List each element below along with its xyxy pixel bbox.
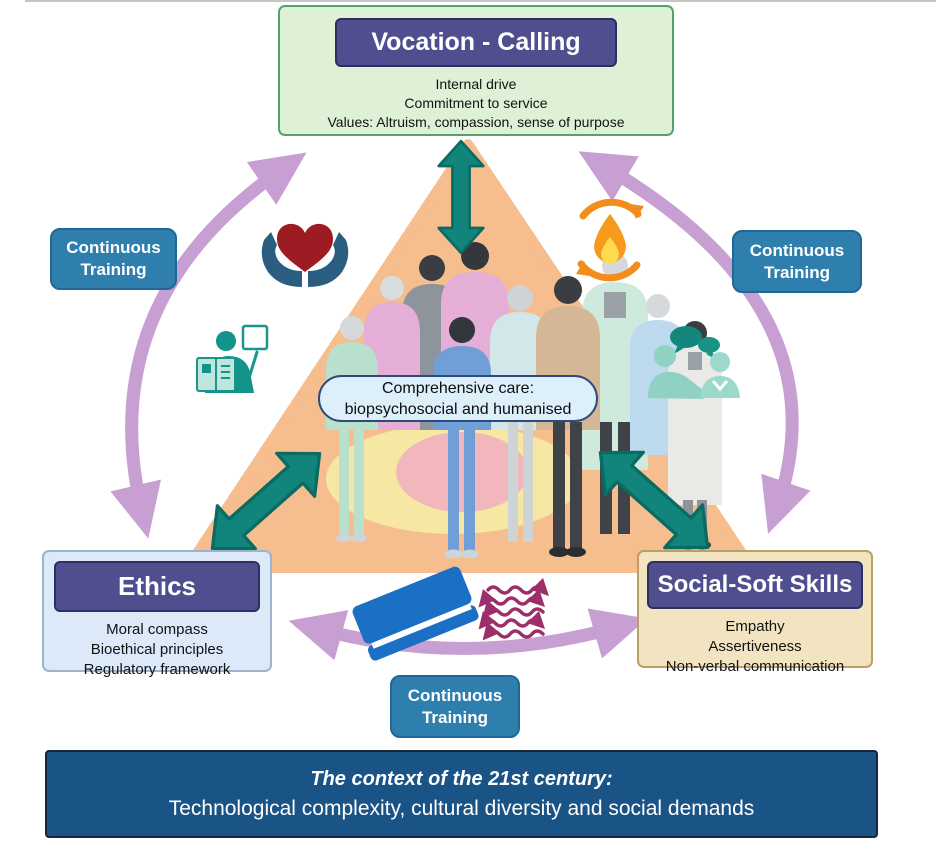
context-banner-subtitle: Technological complexity, cultural diver… bbox=[168, 797, 755, 820]
comprehensive-care-pill: Comprehensive care: biopsychosocial and … bbox=[318, 375, 598, 422]
floor-ellipse-pink bbox=[396, 432, 528, 512]
renewal-flame-icon bbox=[576, 198, 644, 282]
vocation-line-1: Internal drive bbox=[435, 76, 517, 92]
social-soft-skills-box: Social-Soft Skills Empathy Assertiveness… bbox=[637, 550, 873, 675]
social-line-2: Assertiveness bbox=[708, 638, 802, 655]
purple-arc-right bbox=[578, 151, 811, 534]
conversation-icon bbox=[648, 326, 740, 399]
social-soft-skills-title: Social-Soft Skills bbox=[647, 561, 863, 609]
continuous-training-label-right: Continuous Training bbox=[732, 230, 862, 293]
care-pill-line-2: biopsychosocial and humanised bbox=[344, 400, 572, 418]
top-edge-rule bbox=[25, 0, 936, 2]
book-icon bbox=[352, 566, 479, 661]
context-banner: The context of the 21st century: Technol… bbox=[45, 750, 878, 838]
vocation-calling-box: Vocation - Calling Internal drive Commit… bbox=[278, 5, 674, 136]
context-banner-title: The context of the 21st century: bbox=[310, 768, 613, 790]
vocation-line-2: Commitment to service bbox=[404, 95, 548, 111]
care-pill-line-1: Comprehensive care: bbox=[381, 379, 535, 397]
social-line-1: Empathy bbox=[725, 618, 785, 635]
purple-arc-left bbox=[110, 152, 307, 539]
ethics-line-3: Regulatory framework bbox=[83, 661, 231, 678]
vocation-line-3: Values: Altruism, compassion, sense of p… bbox=[327, 114, 625, 130]
teacher-training-icon bbox=[196, 324, 269, 393]
ethics-line-2: Bioethical principles bbox=[90, 641, 224, 658]
social-line-3: Non-verbal communication bbox=[665, 658, 845, 675]
purple-arc-bottom bbox=[288, 608, 648, 661]
soft-skill-waves-icon bbox=[478, 577, 550, 641]
ethics-box: Ethics Moral compass Bioethical principl… bbox=[42, 550, 272, 678]
continuous-training-label-bottom: Continuous Training bbox=[390, 675, 520, 738]
ethics-line-1: Moral compass bbox=[106, 621, 208, 638]
ethics-title: Ethics bbox=[54, 561, 260, 612]
heart-in-hands-icon bbox=[261, 223, 349, 287]
vocation-calling-title: Vocation - Calling bbox=[335, 18, 617, 67]
continuous-training-label-left: Continuous Training bbox=[50, 228, 177, 290]
